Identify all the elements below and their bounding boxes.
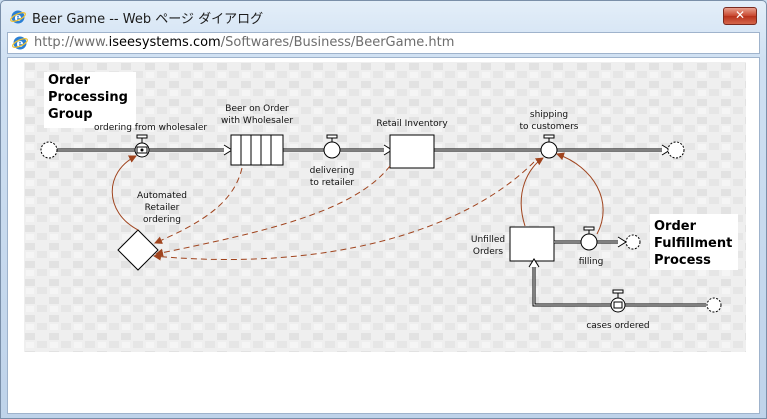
automated-label-1: Automated [137,191,187,201]
cases-source-cloud-icon [706,297,722,313]
automated-ordering-converter[interactable] [117,229,159,271]
order-processing-label-2: Processing [48,90,128,105]
shipping-label-2: to customers [520,122,579,132]
order-processing-label-1: Order [48,73,91,88]
order-processing-box [44,72,136,128]
filling-label: filling [579,257,604,267]
unfilled-label-2: Orders [473,247,504,257]
url-domain: iseesystems.com [108,35,221,50]
page-content: Order Processing Group Order Fulfillment… [7,57,760,414]
automated-label-3: ordering [143,215,181,225]
ordering-from-wholesaler-label: ordering from wholesaler [94,123,207,133]
shipping-label-1: shipping [530,110,568,120]
url-prefix: http://www. [34,35,109,50]
url-path: /Softwares/Business/BeerGame.htm [220,35,455,50]
delivering-label-2: to retailer [310,178,355,188]
address-bar[interactable]: e http://www.iseesystems.com/Softwares/B… [7,32,760,54]
delivering-label-1: delivering [310,166,355,176]
ie-icon: e [10,10,26,24]
unfilled-orders-stock[interactable] [509,226,555,262]
window-title: Beer Game -- Web ページ ダイアログ [32,12,264,27]
retail-inventory-stock[interactable] [389,134,435,169]
filling-sink-cloud-icon [625,234,641,250]
page-icon: e [12,36,28,50]
cases-ordered-flow-pipe [528,258,706,307]
source-cloud-icon [40,141,58,159]
beer-on-order-label-1: Beer on Order [225,104,289,114]
order-fulfillment-label-1: Order [654,219,697,234]
order-fulfillment-box [650,214,738,270]
order-fulfillment-label-2: Fulfillment [654,236,732,251]
close-button[interactable]: ✕ [723,7,757,25]
svg-text:e: e [15,11,22,24]
shipping-valve-icon[interactable] [540,134,558,159]
url-text: http://www.iseesystems.com/Softwares/Bus… [34,35,454,50]
stock-flow-diagram: Order Processing Group Order Fulfillment… [24,62,746,352]
retail-inventory-label: Retail Inventory [376,119,448,129]
beer-on-order-label-2: with Wholesaler [221,116,293,126]
order-fulfillment-label-3: Process [654,253,711,268]
ordering-valve-icon[interactable] [134,134,150,158]
filling-valve-icon[interactable] [580,226,598,251]
title-bar[interactable]: e Beer Game -- Web ページ ダイアログ ✕ [1,1,766,31]
svg-text:e: e [17,37,24,50]
sink-cloud-icon [667,141,685,159]
automated-label-2: Retailer [145,203,180,213]
cases-ordered-label: cases ordered [586,321,649,331]
beer-on-order-stock[interactable] [230,134,284,166]
delivering-valve-icon[interactable] [323,134,341,159]
connectors [111,152,604,261]
cases-ordered-valve-icon[interactable] [610,289,626,313]
order-processing-label-3: Group [48,107,93,122]
unfilled-label-1: Unfilled [471,235,505,245]
